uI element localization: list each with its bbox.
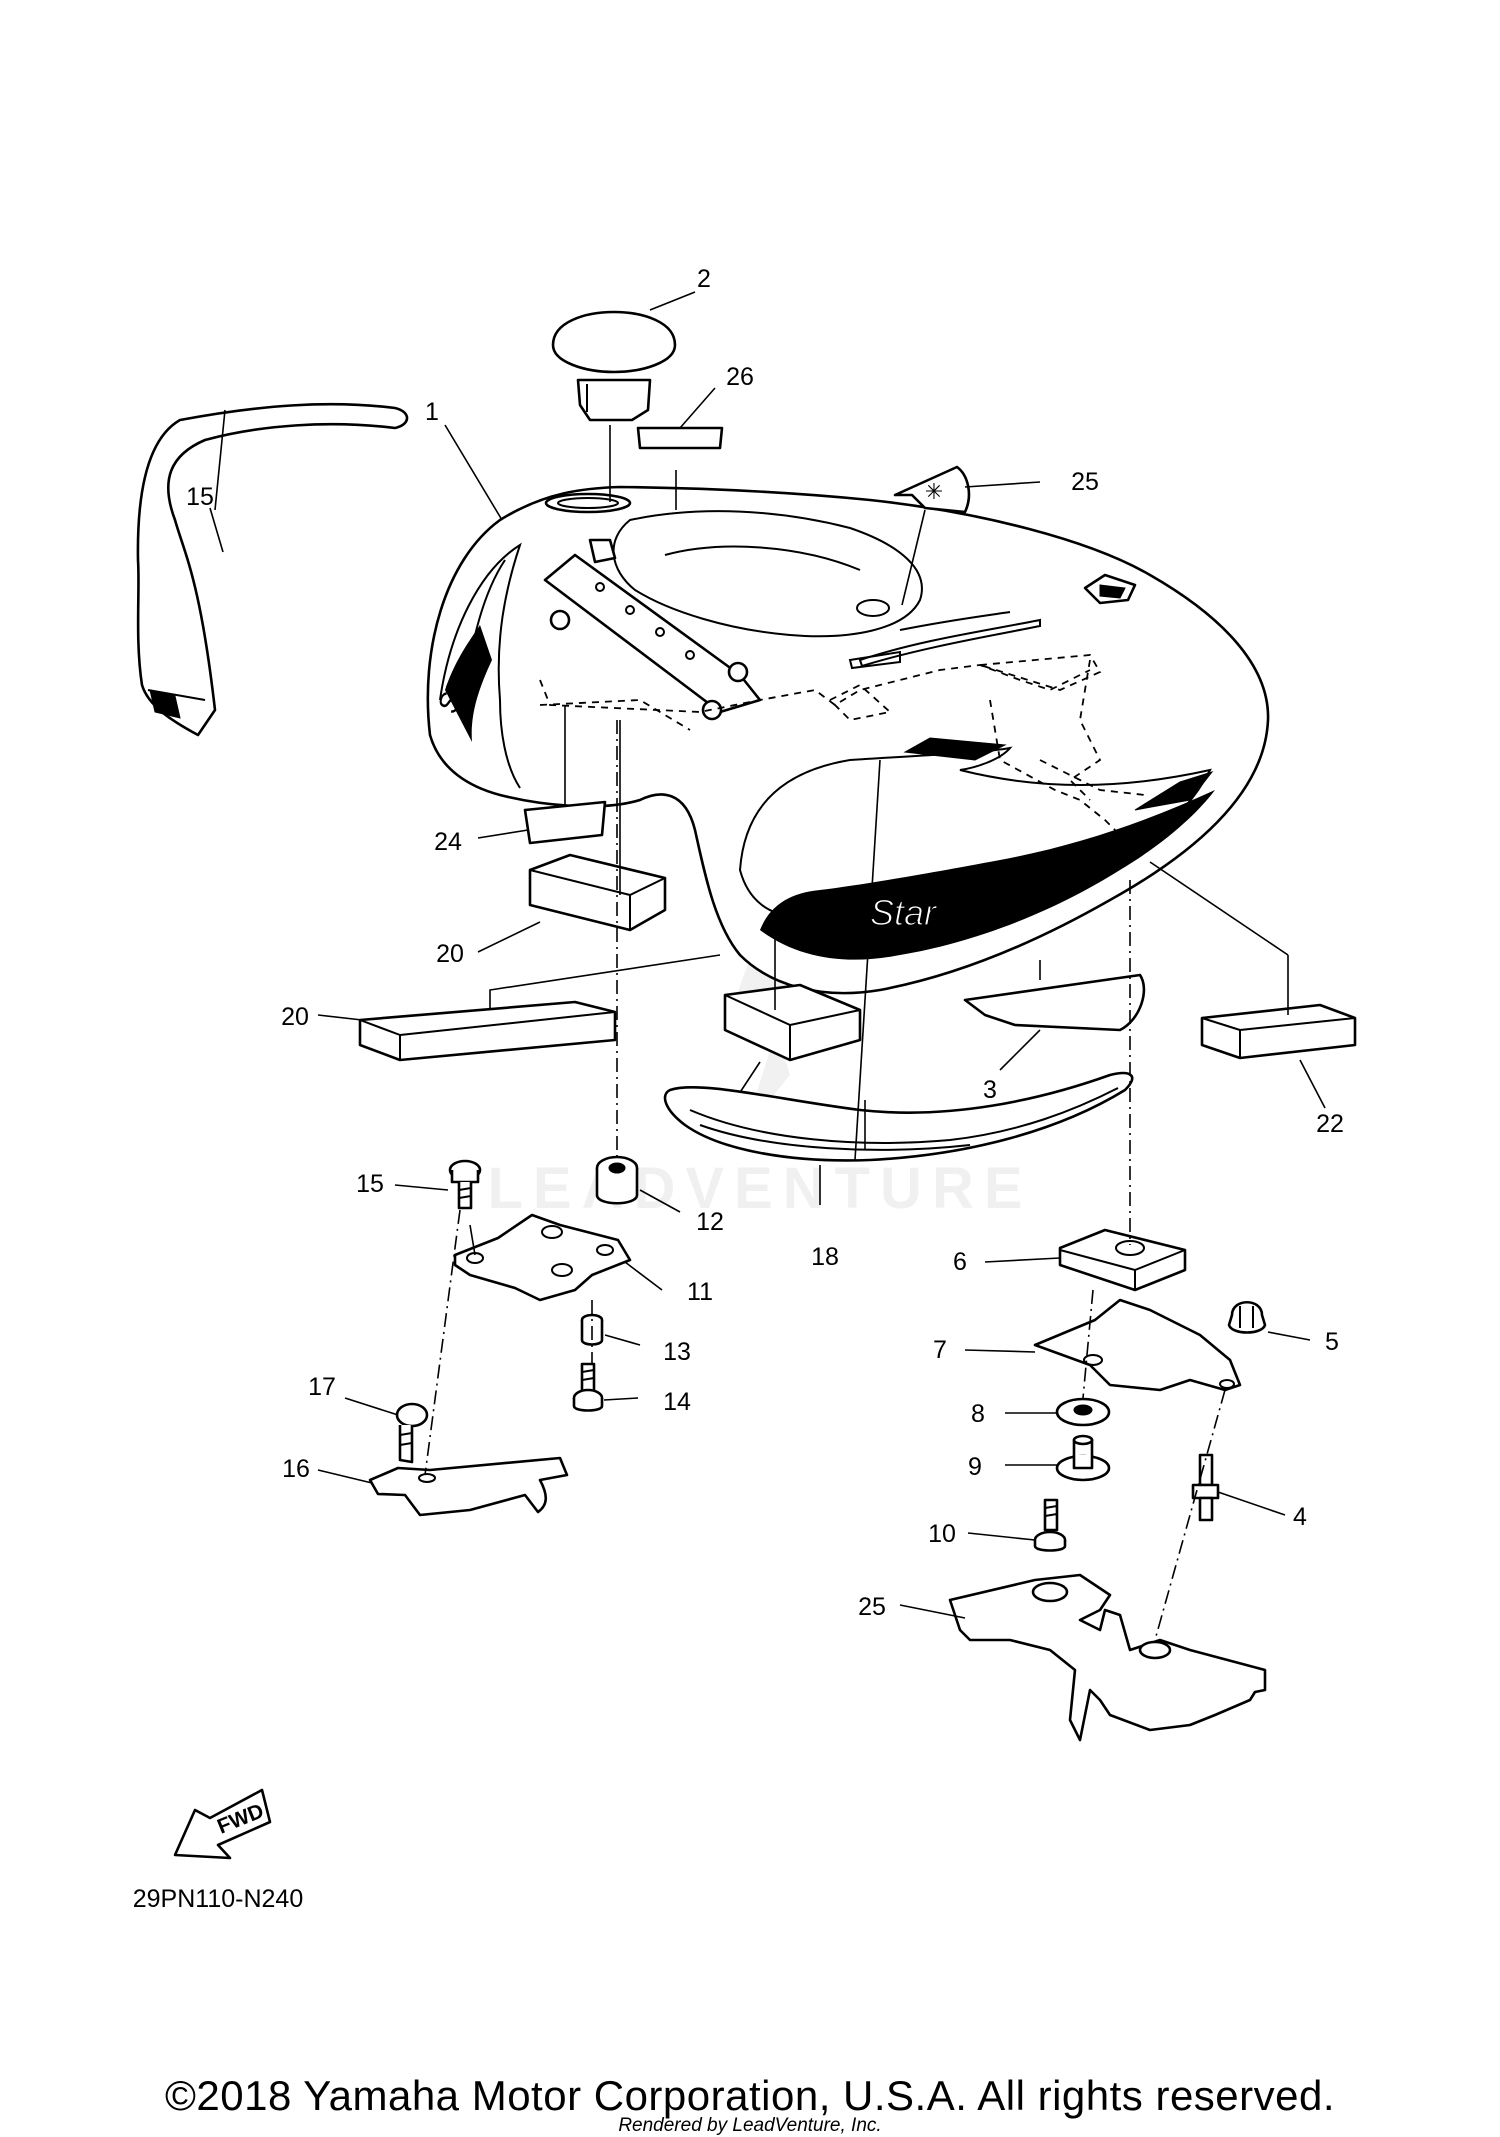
front-bracket[interactable] [453, 1213, 632, 1302]
svg-text:Star: Star [870, 892, 938, 933]
callout-18: 18 [811, 1243, 839, 1271]
fuel-cap[interactable] [551, 310, 677, 422]
stud-bolt-4[interactable] [1191, 1453, 1220, 1522]
fwd-arrow-icon: FWD [173, 1788, 272, 1860]
damper-22[interactable] [1200, 1003, 1357, 1060]
label-26[interactable] [636, 426, 724, 450]
svg-text:✳: ✳ [925, 479, 943, 504]
damper-20-left[interactable] [528, 853, 667, 932]
fuel-tank[interactable]: Star Star [426, 485, 1270, 995]
emblem-24[interactable] [893, 465, 971, 514]
screw-17[interactable] [395, 1402, 429, 1464]
diagram-code: 29PN110-N240 [133, 1885, 303, 1913]
callout-7: 7 [933, 1336, 947, 1364]
callout-16: 16 [282, 1455, 310, 1483]
front-strip[interactable] [136, 402, 409, 737]
emblem-pad[interactable] [963, 973, 1146, 1032]
damper-20-lower[interactable] [723, 983, 862, 1062]
bolt-15[interactable] [448, 1159, 482, 1210]
callout-23: 24 [434, 828, 462, 856]
callout-25: 25 [858, 1593, 886, 1621]
callout-17: 17 [308, 1373, 336, 1401]
callout-2: 2 [697, 265, 711, 293]
bolt-10[interactable] [1033, 1498, 1067, 1552]
rear-bracket[interactable] [1033, 1298, 1242, 1392]
callout-24: 25 [1071, 468, 1099, 496]
callout-6: 6 [953, 1248, 967, 1276]
rear-mount-25[interactable] [948, 1573, 1267, 1742]
damper-12[interactable] [595, 1155, 639, 1205]
damper-21[interactable] [358, 1000, 617, 1062]
callout-19: 15 [186, 483, 214, 511]
nut-cap-5[interactable] [1227, 1300, 1267, 1334]
callout-9: 9 [968, 1453, 982, 1481]
stay-16[interactable] [368, 1456, 569, 1517]
damper-6[interactable] [1058, 1228, 1187, 1292]
callout-14: 14 [663, 1388, 691, 1416]
callout-13: 13 [663, 1338, 691, 1366]
callout-5: 5 [1325, 1328, 1339, 1356]
label-23[interactable] [523, 800, 607, 845]
svg-text:LEADVENTURE: LEADVENTURE [487, 1156, 1032, 1221]
callout-8: 8 [971, 1400, 985, 1428]
washer-8[interactable] [1055, 1397, 1111, 1427]
callout-4: 4 [1293, 1503, 1307, 1531]
rendered-by-credit: Rendered by LeadVenture, Inc. [618, 2115, 882, 2136]
callout-group-1: 1 [425, 398, 503, 521]
side-strip[interactable] [663, 1071, 1134, 1162]
callout-26: 26 [726, 363, 754, 391]
leadventure-watermark: LEADVENTURE [487, 930, 1032, 1221]
callout-3: 3 [983, 1076, 997, 1104]
callout-10: 10 [928, 1520, 956, 1548]
callout-22: 22 [1316, 1110, 1344, 1138]
callout-1: 1 [425, 398, 439, 426]
callout-20a: 20 [436, 940, 464, 968]
callout-15: 15 [356, 1170, 384, 1198]
copyright-notice: ©2018 Yamaha Motor Corporation, U.S.A. A… [164, 2072, 1336, 2119]
collar-9[interactable] [1055, 1434, 1111, 1482]
callout-11: 11 [687, 1278, 713, 1306]
callout-12: 12 [696, 1208, 724, 1236]
bolt-14[interactable] [572, 1362, 604, 1412]
callout-21: 20 [281, 1003, 309, 1031]
